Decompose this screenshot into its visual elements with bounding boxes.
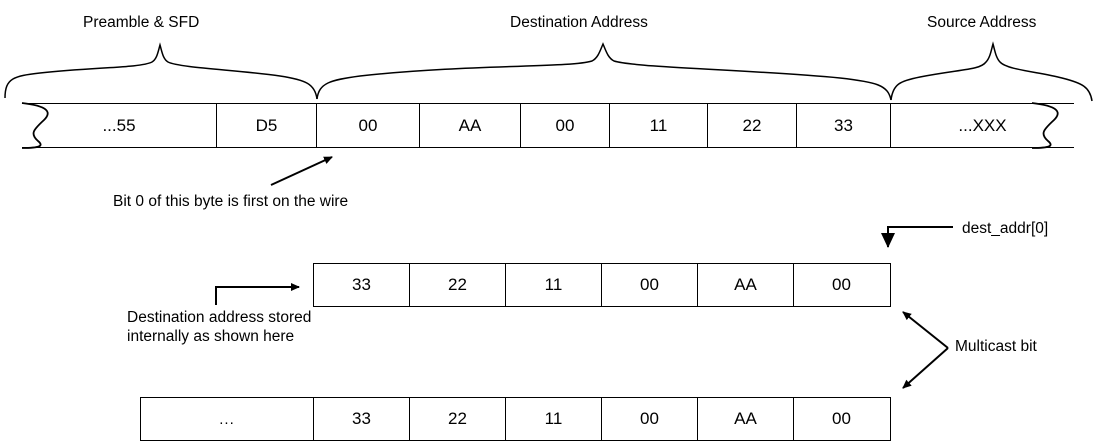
byte-cell: ... bbox=[141, 398, 314, 440]
byte-cell: 00 bbox=[602, 264, 698, 306]
annotation-stored-internally-line2: internally as shown here bbox=[127, 328, 295, 345]
byte-cell: 00 bbox=[521, 104, 610, 147]
annotation-stored-internally-line1: Destination address stored bbox=[127, 309, 312, 326]
annotation-dest-addr-0: dest_addr[0] bbox=[962, 220, 1049, 237]
byte-cell: AA bbox=[698, 264, 794, 306]
byte-cell: 11 bbox=[610, 104, 708, 147]
table-row-internal-register: ... 33 22 11 00 AA 00 bbox=[140, 397, 891, 441]
byte-cell: ...55 bbox=[22, 104, 217, 147]
byte-cell: 11 bbox=[506, 398, 602, 440]
arrow-stored-internally-icon bbox=[215, 283, 300, 305]
byte-cell: 22 bbox=[410, 264, 506, 306]
byte-cell: AA bbox=[698, 398, 794, 440]
arrow-bit-zero-icon bbox=[270, 156, 333, 186]
byte-cell: AA bbox=[420, 104, 521, 147]
byte-cell: 33 bbox=[314, 264, 410, 306]
brace-source-address-icon bbox=[890, 41, 1093, 102]
byte-cell: 11 bbox=[506, 264, 602, 306]
brace-label-preamble: Preamble & SFD bbox=[83, 14, 200, 31]
table-row-internal-dest-address: 33 22 11 00 AA 00 bbox=[313, 263, 891, 307]
byte-cell: 00 bbox=[794, 264, 889, 306]
byte-cell: 00 bbox=[794, 398, 889, 440]
brace-label-destination-address: Destination Address bbox=[510, 14, 648, 31]
table-row-wire-bytes: ...55 D5 00 AA 00 11 22 33 ...XXX bbox=[22, 103, 1074, 148]
byte-cell: 00 bbox=[602, 398, 698, 440]
byte-cell: 00 bbox=[317, 104, 420, 147]
byte-cell: ...XXX bbox=[891, 104, 1074, 147]
byte-cell: 22 bbox=[708, 104, 797, 147]
brace-label-source-address: Source Address bbox=[927, 14, 1037, 31]
annotation-multicast-bit: Multicast bit bbox=[955, 338, 1037, 355]
brace-destination-address-icon bbox=[316, 42, 892, 101]
byte-cell: 33 bbox=[314, 398, 410, 440]
arrow-dest-addr-0-icon bbox=[881, 226, 953, 248]
brace-preamble-icon bbox=[4, 42, 318, 100]
byte-cell: 22 bbox=[410, 398, 506, 440]
byte-cell: D5 bbox=[217, 104, 317, 147]
byte-cell: 33 bbox=[797, 104, 891, 147]
annotation-bit-zero-first-on-wire: Bit 0 of this byte is first on the wire bbox=[113, 193, 349, 210]
arrow-multicast-bit-icon bbox=[902, 311, 949, 389]
